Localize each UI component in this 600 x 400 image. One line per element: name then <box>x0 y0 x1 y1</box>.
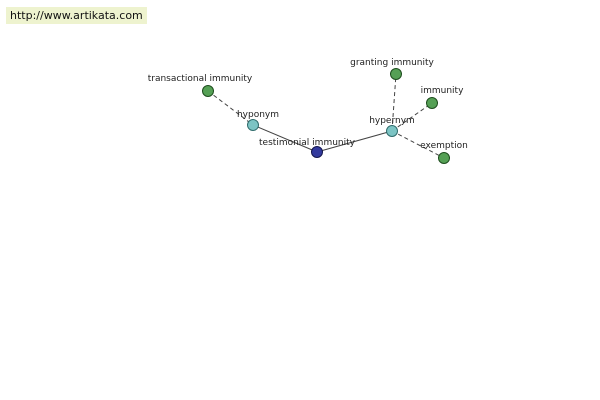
graph-node-granting_immunity[interactable] <box>390 68 402 80</box>
graph-node-label-exemption: exemption <box>420 141 468 151</box>
graph-edge-hyponym-testimonial_immunity <box>252 124 318 153</box>
graph-node-label-granting_immunity: granting immunity <box>350 58 434 68</box>
graph-node-immunity[interactable] <box>426 97 438 109</box>
graph-node-label-hypernym: hypernym <box>369 116 415 126</box>
graph-edge-transactional_immunity-hyponym <box>207 90 254 126</box>
graph-node-transactional_immunity[interactable] <box>202 85 214 97</box>
graph-node-label-hyponym: hyponym <box>237 110 279 120</box>
graph-node-testimonial_immunity[interactable] <box>311 146 323 158</box>
graph-node-label-immunity: immunity <box>421 86 464 96</box>
graph-node-hyponym[interactable] <box>247 119 259 131</box>
graph-node-exemption[interactable] <box>438 152 450 164</box>
graph-edge-hypernym-exemption <box>391 130 445 159</box>
graph-node-hypernym[interactable] <box>386 125 398 137</box>
graph-edge-testimonial_immunity-hypernym <box>316 130 393 153</box>
graph-edge-hypernym-granting_immunity <box>391 73 397 132</box>
site-url-text: http://www.artikata.com <box>6 7 147 24</box>
graph-edge-hypernym-immunity <box>391 102 433 132</box>
graph-node-label-transactional_immunity: transactional immunity <box>148 74 253 84</box>
graph-node-label-testimonial_immunity: testimonial immunity <box>259 138 356 148</box>
